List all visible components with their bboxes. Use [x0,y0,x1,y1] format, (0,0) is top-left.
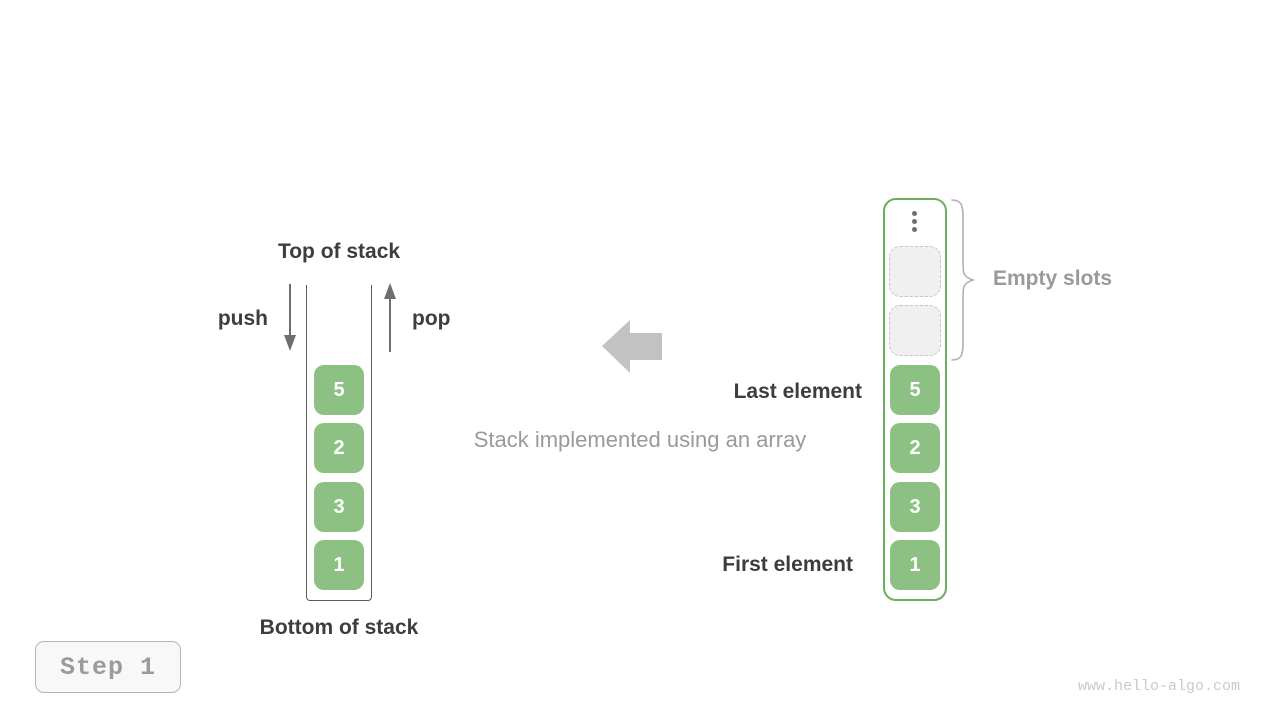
first-element-label: First element [722,553,853,576]
stack-item: 3 [314,482,364,532]
push-arrow-icon [284,284,296,351]
pop-label: pop [412,307,451,330]
last-element-label: Last element [733,380,862,403]
array-item: 1 [890,540,940,590]
stack-item: 1 [314,540,364,590]
brace-icon [951,199,976,361]
top-of-stack-label: Top of stack [277,240,401,263]
empty-slots-label: Empty slots [993,267,1113,290]
array-item: 3 [890,482,940,532]
array-item: 2 [890,423,940,473]
vertical-ellipsis-icon [912,211,918,235]
empty-slot [889,246,941,297]
stack-item: 2 [314,423,364,473]
step-badge: Step 1 [35,641,181,693]
push-label: push [217,307,268,330]
figure-caption: Stack implemented using an array [473,427,807,452]
bottom-of-stack-label: Bottom of stack [259,616,419,639]
left-block-arrow-icon [602,320,662,373]
array-item: 5 [890,365,940,415]
empty-slot [889,305,941,356]
watermark: www.hello-algo.com [1077,678,1240,695]
stack-container [306,285,372,601]
pop-arrow-icon [384,283,396,352]
stack-item: 5 [314,365,364,415]
